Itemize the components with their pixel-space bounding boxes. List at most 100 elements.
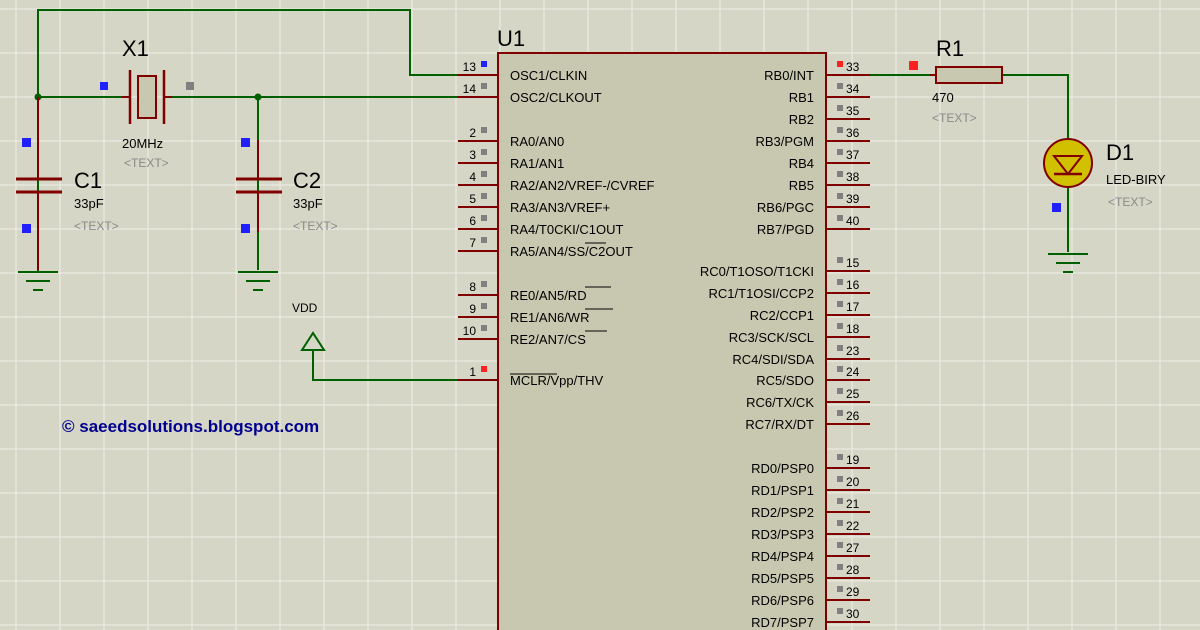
- ic-ref: U1: [497, 26, 525, 51]
- pin-marker: [481, 325, 487, 331]
- pin-number: 33: [846, 60, 860, 74]
- pin-name: RA3/AN3/VREF+: [510, 200, 610, 215]
- pin-number: 18: [846, 322, 860, 336]
- pin-marker: [481, 366, 487, 372]
- pin-name: RD5/PSP5: [751, 571, 814, 586]
- pin-name: RD6/PSP6: [751, 593, 814, 608]
- pin-name: RB7/PGD: [757, 222, 814, 237]
- pin-marker: [837, 171, 843, 177]
- pin-name: RB0/INT: [764, 68, 814, 83]
- crystal-placeholder: <TEXT>: [124, 156, 169, 170]
- wire-mclr: [312, 350, 478, 381]
- pin-name: RE0/AN5/RD: [510, 288, 587, 303]
- pin-marker: [909, 61, 918, 70]
- pin-number: 21: [846, 497, 860, 511]
- pin-marker: [481, 171, 487, 177]
- crystal-x1[interactable]: X1 20MHz <TEXT>: [100, 36, 194, 170]
- resistor-r1[interactable]: R1 470 <TEXT>: [909, 36, 1003, 125]
- capacitor-c1[interactable]: C1 33pF <TEXT>: [16, 97, 119, 270]
- cap-placeholder: <TEXT>: [293, 219, 338, 233]
- pin-name: RD7/PSP7: [751, 615, 814, 630]
- pin-name: RE2/AN7/CS: [510, 332, 586, 347]
- ic-body: [497, 52, 827, 630]
- pin-marker: [837, 127, 843, 133]
- pin-marker: [837, 279, 843, 285]
- pin-marker: [837, 542, 843, 548]
- pin-marker: [837, 520, 843, 526]
- led-ref: D1: [1106, 140, 1134, 165]
- crystal-ref: X1: [122, 36, 149, 61]
- pin-marker: [837, 215, 843, 221]
- pin-marker: [100, 82, 108, 90]
- pin-number: 25: [846, 387, 860, 401]
- pin-name: RB1: [789, 90, 814, 105]
- pin-name: MCLR/Vpp/THV: [510, 373, 604, 388]
- pin-marker: [837, 345, 843, 351]
- pin-number: 16: [846, 278, 860, 292]
- pin-marker: [837, 476, 843, 482]
- led-placeholder: <TEXT>: [1108, 195, 1153, 209]
- capacitor-c2[interactable]: C2 33pF <TEXT>: [236, 138, 338, 233]
- vdd-terminal[interactable]: VDD: [292, 301, 326, 351]
- pin-marker: [241, 224, 250, 233]
- pin-number: 8: [469, 280, 476, 294]
- pin-number: 13: [463, 60, 477, 74]
- pin-number: 34: [846, 82, 860, 96]
- pin-name: RA1/AN1: [510, 156, 564, 171]
- pin-number: 4: [469, 170, 476, 184]
- pin-marker: [837, 564, 843, 570]
- cap-ref: C2: [293, 168, 321, 193]
- pin-number: 10: [463, 324, 477, 338]
- pin-marker: [22, 138, 31, 147]
- pin-marker: [481, 193, 487, 199]
- pin-name: RC5/SDO: [756, 373, 814, 388]
- pin-marker: [837, 83, 843, 89]
- pin-name: RA0/AN0: [510, 134, 564, 149]
- pin-name: RA4/T0CKI/C1OUT: [510, 222, 623, 237]
- led-d1[interactable]: D1 LED-BIRY <TEXT>: [1043, 138, 1166, 212]
- pin-marker: [481, 215, 487, 221]
- pin-name: RD2/PSP2: [751, 505, 814, 520]
- pin-marker: [837, 61, 843, 67]
- ground-symbol: [238, 271, 278, 291]
- pin-marker: [481, 303, 487, 309]
